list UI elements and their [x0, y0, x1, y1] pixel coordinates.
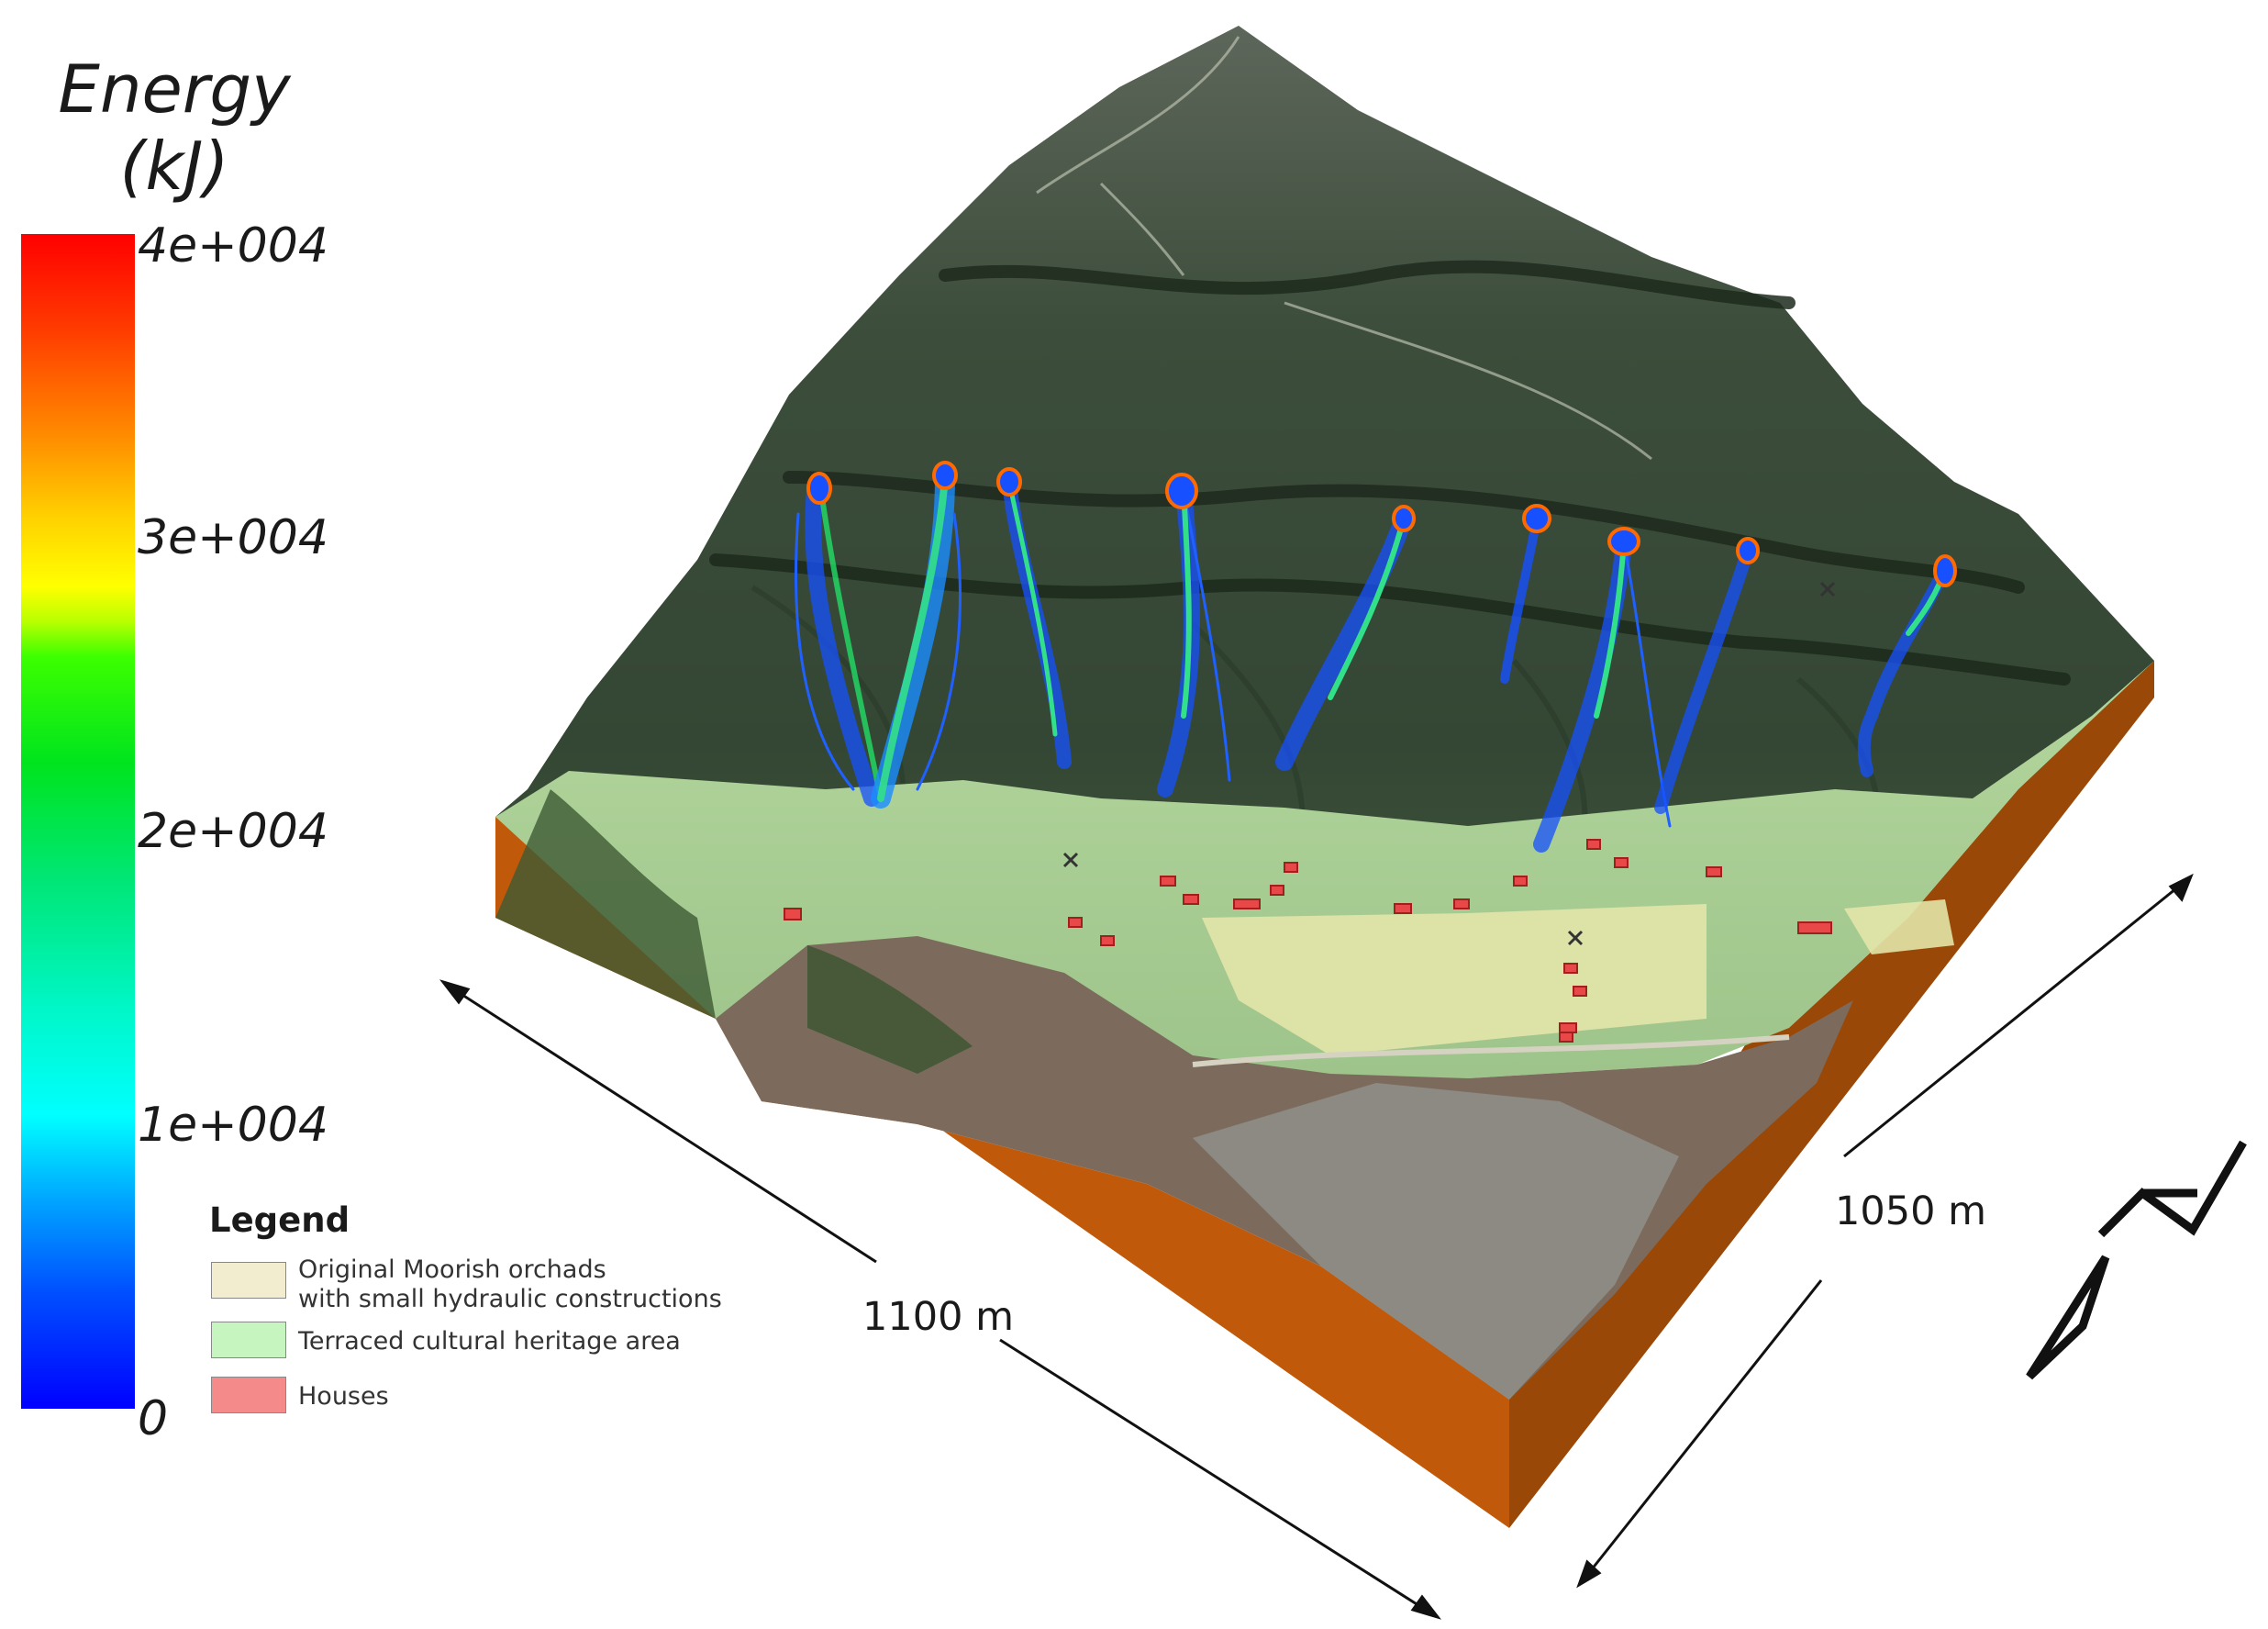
source-area: [1736, 537, 1760, 564]
dimension-arrow-width: [439, 979, 1442, 1620]
trajectory-bundle: [1654, 544, 1754, 814]
source-area: [996, 467, 1022, 497]
source-area: [806, 472, 832, 505]
house: [1453, 898, 1470, 909]
trajectory-bundle: [1275, 509, 1413, 771]
source-area: [1607, 527, 1640, 556]
trajectory-bundle: [1157, 483, 1231, 798]
source-area: [1165, 473, 1198, 509]
colorbar-tick: 1e+004: [138, 1098, 328, 1153]
house: [1559, 1022, 1577, 1033]
source-area: [1933, 554, 1957, 587]
cross-markers: [1062, 581, 1836, 946]
house: [1183, 894, 1199, 905]
legend-title: Legend: [209, 1200, 350, 1240]
orchards-area-2: [1844, 899, 1954, 954]
trajectory-bundle: [795, 467, 962, 809]
house: [1394, 903, 1412, 914]
legend-label-line: with small hydraulic constructions: [298, 1285, 722, 1313]
houses-markers: [784, 839, 1832, 1043]
source-areas: [806, 461, 1957, 587]
house: [1513, 876, 1528, 887]
house: [1563, 963, 1578, 974]
source-area: [932, 461, 958, 490]
house: [1068, 917, 1083, 928]
legend-label-houses: Houses: [298, 1382, 389, 1411]
source-area: [1392, 505, 1416, 532]
source-area: [1522, 504, 1551, 533]
house: [1160, 876, 1176, 887]
valley-road: [1192, 1034, 1790, 1067]
colorbar-title-line2: (kJ): [119, 128, 229, 205]
house: [1614, 857, 1629, 868]
colorbar-tick: 4e+004: [138, 218, 328, 273]
forest-patch-2: [807, 945, 973, 1074]
depth-dimension-label: 1050 m: [1835, 1188, 1986, 1234]
house: [1586, 839, 1601, 850]
mountain-trails: [1036, 36, 1652, 461]
colorbar-tick: 3e+004: [138, 510, 328, 565]
gray-hill: [1193, 1083, 1679, 1400]
rockfall-trajectories: [795, 467, 1951, 853]
block-right-side: [1509, 661, 2154, 1528]
energy-colorbar: [21, 234, 135, 1409]
house: [1100, 935, 1115, 946]
trajectory-bundle: [1002, 474, 1072, 769]
legend-swatch-terraced: [211, 1322, 286, 1358]
legend-swatch-orchards: [211, 1262, 286, 1299]
trajectory-bundle: [1500, 514, 1541, 684]
colorbar-title-line1: Energy: [58, 50, 291, 128]
north-arrow-icon: [2026, 1140, 2247, 1380]
house: [1573, 986, 1587, 997]
legend-swatch-houses: [211, 1377, 286, 1413]
legend-label-line: Original Moorish orchads: [298, 1255, 606, 1284]
house: [1233, 898, 1261, 909]
legend-label-orchards: Original Moorish orchads with small hydr…: [298, 1255, 722, 1314]
house: [1270, 885, 1284, 896]
colorbar-tick: 0: [138, 1391, 169, 1446]
forest-patch: [495, 789, 716, 1019]
width-dimension-label: 1100 m: [862, 1294, 1014, 1340]
dimension-arrow-depth: [1576, 873, 2194, 1589]
colorbar-title: Energy (kJ): [37, 50, 312, 205]
house: [1706, 866, 1722, 877]
legend-label-terraced: Terraced cultural heritage area: [298, 1327, 681, 1356]
house: [1559, 1032, 1573, 1043]
house: [784, 908, 802, 920]
colorbar-tick: 2e+004: [138, 804, 328, 859]
house: [1284, 862, 1298, 873]
house: [1797, 921, 1832, 934]
